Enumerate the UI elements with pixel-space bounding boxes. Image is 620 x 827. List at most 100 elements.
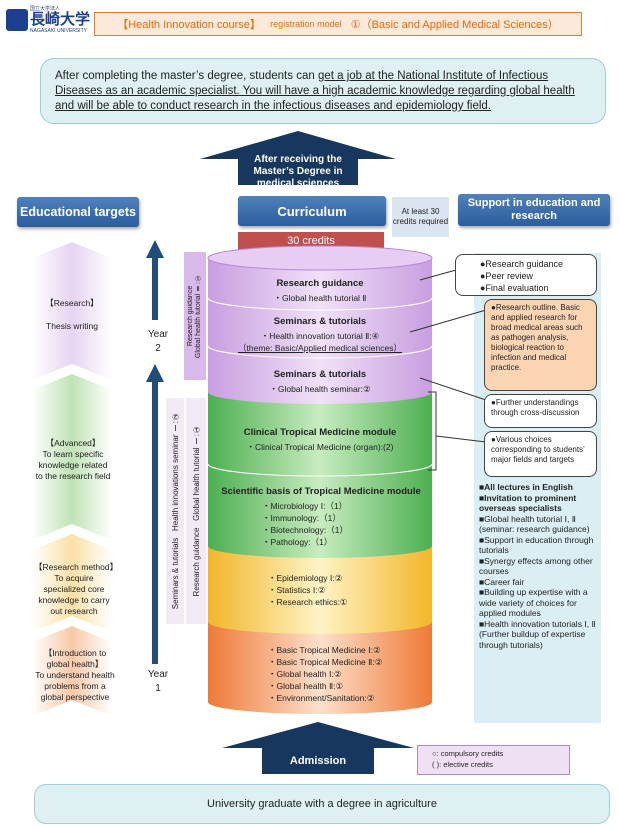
cyl-research-guidance: Research guidance ・Global health tutoria…: [220, 278, 420, 304]
cyl-line: ・Pathology:（1）: [262, 537, 333, 547]
cyl-line: ・Basic Tropical Medicine Ⅰ:②: [268, 645, 381, 655]
target-research-method: 【Research method】 To acquire specialized…: [34, 556, 118, 622]
cyl-line: ・Epidemiology Ⅰ:②: [268, 573, 343, 583]
cylinder-divider: [207, 345, 433, 359]
targets-chevrons: [32, 242, 112, 716]
year2-label: Year 2: [147, 329, 169, 354]
total-credits-badge: 30 credits: [238, 232, 384, 250]
cyl-line: ・Environment/Sanitation:②: [268, 693, 375, 703]
logo-sub: NAGASAKI UNIVERSITY: [30, 28, 87, 34]
vertical-research-guidance-lower: Research guidance: [191, 527, 201, 597]
logo-line: 国立大学法人: [30, 6, 61, 12]
target-advanced: 【Advanced】 To learn specific knowledge r…: [34, 430, 112, 490]
banner-type: ①（Basic and Applied Medical Sciences）: [350, 19, 559, 31]
cyl-line: ・Immunology:（1）: [262, 513, 341, 523]
support-item: (seminar: research guidance): [479, 524, 590, 534]
target-text: Thesis writing: [46, 321, 98, 331]
connector-line: [419, 377, 487, 401]
curriculum-cylinder: [207, 245, 433, 714]
year2-vertical-text: Research guidance Global health tutorial…: [187, 274, 203, 358]
target-research: 【Research】 Thesis writing: [34, 290, 110, 340]
cyl-seminars-1: Seminars & tutorials ・Health innovation …: [216, 316, 424, 354]
research-method-target-chevron: [32, 534, 112, 632]
legend-elective: ( ): elective credits: [432, 760, 493, 769]
cyl-introduction: ・Basic Tropical Medicine Ⅰ:② ・Basic Trop…: [210, 644, 432, 704]
target-text: To acquire specialized core knowledge to…: [38, 572, 110, 616]
guidance-vertical-text: Research guidance Global health tutorial…: [192, 425, 201, 596]
note-item: ●Final evaluation: [480, 283, 549, 293]
support-item: (Further buildup of expertise through tu…: [479, 629, 586, 650]
cyl-line: ・Research ethics:①: [268, 597, 348, 607]
university-logo-icon: [6, 9, 28, 31]
year1-label: Year 1: [147, 669, 169, 694]
cylinder-top: [207, 245, 433, 271]
upward-arrow-head: [200, 131, 396, 159]
year2-arrow-head: [146, 240, 164, 258]
masters-degree-arrow: After receiving the Master’s Degree in m…: [238, 154, 358, 189]
connector-line: [419, 269, 457, 281]
target-title: 【Introduction to global health】: [43, 647, 107, 669]
note-further: ●Further understandings through cross-di…: [484, 394, 597, 428]
target-introduction: 【Introduction to global health】 To under…: [34, 642, 116, 708]
support-item: ■Support in education through tutorials: [479, 534, 594, 556]
vertical-research-guidance: Research guidance: [187, 285, 194, 347]
cylinder-divider: [207, 463, 433, 477]
cyl-line: ・Clinical Tropical Medicine (organ):(2): [246, 442, 394, 452]
course-banner: 【Health Innovation course】 registration …: [94, 12, 582, 36]
cyl-scientific-module: Scientific basis of Tropical Medicine mo…: [210, 486, 432, 548]
year2-vertical-bar: Research guidance Global health tutorial…: [184, 252, 206, 380]
curriculum-header: Curriculum: [238, 196, 386, 226]
banner-course: 【Health Innovation course】: [117, 19, 261, 31]
cyl-line: ・Biotechnology:（1）: [262, 525, 348, 535]
target-title: 【Research】: [45, 298, 99, 308]
introduction-target-chevron: [32, 626, 112, 716]
connector-bracket: [428, 391, 437, 471]
note-item: ●Research guidance: [480, 259, 563, 269]
goal-underlined-text: get a job at the National Institute of I…: [55, 70, 575, 112]
connector-line: [409, 309, 487, 333]
target-title: 【Advanced】: [45, 438, 101, 448]
cyl-heading: Scientific basis of Tropical Medicine mo…: [221, 486, 421, 497]
seminar-vertical-bar: Seminars & tutorials Health innovations …: [166, 398, 184, 624]
seminar-vertical-text: Seminars & tutorials Health innovations …: [171, 412, 180, 609]
entry-requirement-box: University graduate with a degree in agr…: [34, 784, 610, 824]
note-choices: ●Various choices corresponding to studen…: [484, 431, 597, 477]
year1-arrow-head: [146, 364, 164, 382]
note-item: ●Peer review: [480, 271, 533, 281]
cyl-line: ・Global health tutorial Ⅱ: [273, 293, 367, 303]
cyl-clinical-module: Clinical Tropical Medicine module ・Clini…: [214, 427, 426, 453]
target-text: To learn specific knowledge related to t…: [35, 449, 111, 481]
cyl-line: （theme: Basic/Applied medical sciences）: [238, 343, 402, 353]
note-research-guidance: ●Research guidance ●Peer review ●Final e…: [455, 254, 597, 296]
note-research-outline: ●Research outline. Basic and applied res…: [484, 299, 597, 391]
cyl-heading: Seminars & tutorials: [273, 369, 367, 380]
admission-arrow-head: [222, 722, 414, 748]
research-target-chevron: [32, 242, 112, 380]
support-item: ■All lectures in English: [479, 482, 573, 492]
cyl-line: ・Global health Ⅱ:①: [268, 681, 344, 691]
guidance-vertical-bar: Research guidance Global health tutorial…: [186, 398, 206, 624]
cyl-line: ・Statistics Ⅰ:②: [268, 585, 326, 595]
support-item: ■Synergy effects among other courses: [479, 555, 593, 577]
logo-name: 長崎大学: [30, 11, 91, 28]
cyl-line: ・Health innovation tutorial Ⅱ:④: [260, 331, 380, 341]
target-text: To understand health problems from a glo…: [35, 669, 115, 702]
support-item: ■Invitation to prominent overseas specia…: [479, 492, 577, 514]
cyl-line: ・Global health seminar:②: [269, 384, 371, 394]
cyl-research-method: ・Epidemiology Ⅰ:② ・Statistics Ⅰ:② ・Resea…: [210, 572, 432, 608]
admission-arrow: Admission: [262, 748, 374, 774]
cyl-line: ・Global health Ⅰ:②: [268, 669, 342, 679]
cylinder-purple: [208, 258, 432, 404]
vertical-hi-seminar: Health innovations seminar Ⅰ:②: [170, 412, 180, 532]
advanced-target-chevron: [32, 374, 112, 540]
support-list: ■All lectures in English ■Invitation to …: [479, 482, 603, 650]
cyl-heading: Seminars & tutorials: [273, 316, 367, 327]
support-item: ■Career fair: [479, 576, 525, 587]
career-goal-box: After completing the master’s degree, st…: [40, 58, 606, 124]
cyl-heading: Clinical Tropical Medicine module: [243, 427, 397, 438]
cyl-line: ・Microbiology Ⅰ:（1）: [262, 501, 348, 511]
callout-connectors: [409, 269, 487, 471]
credits-legend: ○: compulsory credits ( ): elective cred…: [417, 745, 570, 775]
year2-arrow-shaft: [152, 258, 158, 320]
banner-model: registration model: [270, 19, 342, 29]
